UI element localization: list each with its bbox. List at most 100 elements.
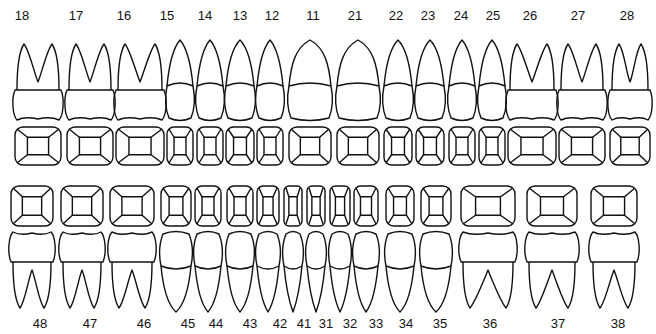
tooth-number: 28: [620, 9, 634, 22]
tooth-neck: [416, 83, 444, 86]
tooth-root: [69, 44, 111, 90]
tooth-outline: [448, 40, 477, 121]
occlusal-outline: [289, 127, 331, 165]
tooth-root: [593, 262, 635, 308]
tooth-number: 31: [319, 317, 333, 330]
occlusal-view: [479, 127, 505, 165]
occlusal-view: [610, 127, 650, 165]
tooth-number: 35: [433, 317, 447, 330]
tooth-root: [561, 44, 603, 90]
tooth-side: [166, 40, 195, 121]
occlusal-fossa: [129, 137, 151, 154]
tooth-crown: [459, 232, 517, 262]
tooth-side: [160, 232, 193, 313]
occlusal-ridge: [63, 188, 101, 224]
occlusal-ridge: [291, 129, 329, 163]
occlusal-fossa: [264, 137, 276, 154]
occlusal-ridge: [386, 129, 410, 163]
occlusal-outline: [195, 186, 221, 226]
occlusal-outline: [15, 127, 61, 165]
occlusal-ridge: [13, 188, 51, 224]
occlusal-view: [289, 127, 331, 165]
occlusal-ridge: [339, 129, 377, 163]
occlusal-view: [116, 127, 164, 165]
occlusal-view: [559, 127, 605, 165]
tooth-side: [420, 232, 453, 313]
tooth-side: [608, 44, 652, 120]
tooth-side: [383, 40, 414, 121]
tooth-outline: [478, 40, 507, 121]
occlusal-ridge: [169, 129, 191, 163]
tooth-side: [9, 232, 55, 308]
occlusal-fossa: [571, 137, 592, 154]
occlusal-fossa: [234, 197, 246, 215]
occlusal-ridge: [481, 129, 503, 163]
occlusal-ridge: [259, 188, 277, 224]
tooth-number: 33: [369, 317, 383, 330]
occlusal-fossa: [169, 197, 183, 215]
tooth-root: [13, 262, 51, 308]
occlusal-view: [195, 186, 221, 226]
occlusal-ridge: [593, 188, 635, 224]
occlusal-outline: [591, 186, 637, 226]
occlusal-outline: [227, 186, 253, 226]
tooth-side: [65, 44, 115, 120]
occlusal-ridge: [510, 129, 554, 163]
occlusal-fossa: [79, 137, 100, 154]
tooth-side: [288, 40, 333, 121]
tooth-neck: [289, 83, 331, 86]
occlusal-ridge: [451, 129, 473, 163]
occlusal-view: [67, 127, 113, 165]
occlusal-ridge: [229, 188, 251, 224]
occlusal-outline: [461, 186, 515, 226]
tooth-neck: [195, 266, 221, 269]
occlusal-fossa: [424, 137, 437, 154]
tooth-neck: [421, 266, 451, 269]
tooth-number: 47: [83, 317, 97, 330]
occlusal-outline: [449, 127, 475, 165]
tooth-side: [256, 232, 281, 313]
occlusal-view: [161, 186, 191, 226]
occlusal-outline: [386, 186, 414, 226]
occlusal-view: [461, 186, 515, 226]
occlusal-fossa: [122, 197, 142, 215]
occlusal-outline: [284, 186, 302, 226]
tooth-side: [108, 232, 156, 308]
tooth-neck: [197, 83, 223, 86]
occlusal-fossa: [72, 197, 91, 215]
tooth-number: 38: [611, 317, 625, 330]
tooth-crown: [525, 232, 579, 262]
occlusal-view: [197, 127, 223, 165]
tooth-neck: [479, 83, 505, 86]
tooth-side: [557, 44, 607, 120]
tooth-number: 26: [523, 9, 537, 22]
tooth-outline: [256, 40, 285, 121]
occlusal-ridge: [259, 129, 281, 163]
tooth-root: [112, 262, 152, 308]
occlusal-view: [167, 127, 193, 165]
occlusal-view: [416, 127, 444, 165]
tooth-number: 22: [389, 9, 403, 22]
tooth-side: [353, 232, 380, 313]
occlusal-view: [226, 127, 254, 165]
occlusal-ridge: [463, 188, 513, 224]
tooth-outline: [420, 232, 453, 313]
tooth-neck: [307, 266, 325, 269]
tooth-neck: [337, 83, 379, 86]
tooth-number: 24: [454, 9, 468, 22]
occlusal-outline: [527, 186, 577, 226]
tooth-number: 25: [486, 9, 500, 22]
tooth-neck: [161, 266, 191, 269]
tooth-outline: [256, 232, 281, 313]
occlusal-fossa: [429, 197, 443, 215]
occlusal-fossa: [392, 137, 405, 154]
occlusal-fossa: [335, 197, 344, 215]
tooth-crown: [59, 232, 105, 262]
tooth-crown: [608, 90, 652, 120]
tooth-outline: [196, 40, 225, 121]
occlusal-view: [15, 127, 61, 165]
tooth-outline: [194, 232, 223, 313]
occlusal-ridge: [69, 129, 111, 163]
occlusal-fossa: [202, 197, 214, 215]
